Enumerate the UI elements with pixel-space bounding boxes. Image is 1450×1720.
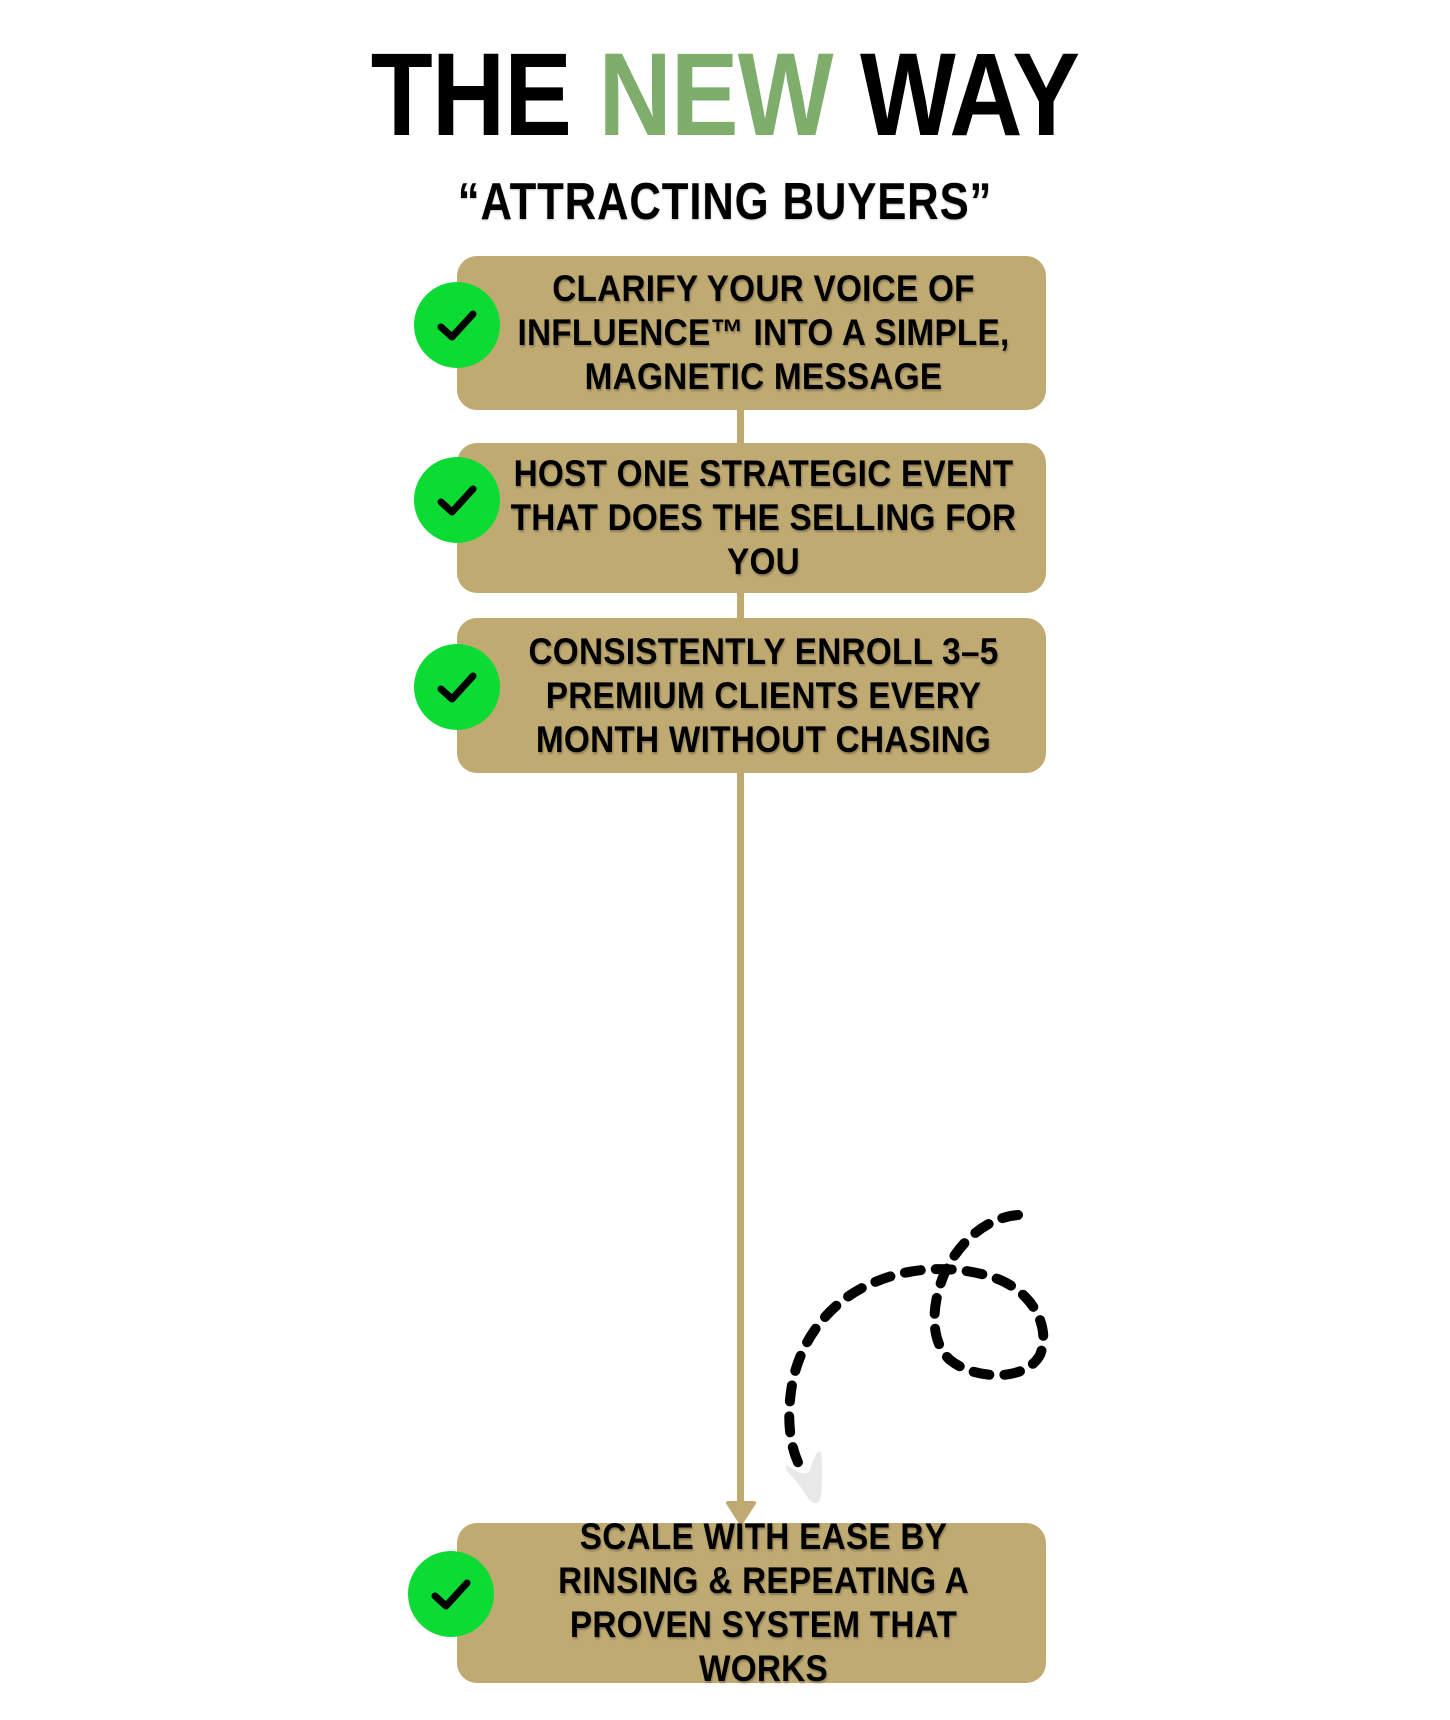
step-box-2: HOST ONE STRATEGIC EVENT THAT DOES THE S… xyxy=(457,443,1046,593)
check-badge-4 xyxy=(408,1551,494,1637)
page-title: THE NEW WAY xyxy=(102,36,1349,154)
step-text: CONSISTENTLY ENROLL 3–5 PREMIUM CLIENTS … xyxy=(528,630,999,760)
connector-line-1-2 xyxy=(737,405,744,445)
swirl-path xyxy=(784,1210,1049,1475)
page-subtitle: “ATTRACTING BUYERS” xyxy=(457,173,993,231)
step-box-4: SCALE WITH EASE BY RINSING & REPEATING A… xyxy=(457,1516,1046,1689)
title-part-1: THE xyxy=(370,29,599,161)
check-icon xyxy=(437,485,477,516)
check-badge-2 xyxy=(414,457,500,543)
step-box-3: CONSISTENTLY ENROLL 3–5 PREMIUM CLIENTS … xyxy=(457,618,1046,773)
step-text: HOST ONE STRATEGIC EVENT THAT DOES THE S… xyxy=(510,453,1017,582)
step-box-1: CLARIFY YOUR VOICE OF INFLUENCE™ INTO A … xyxy=(457,256,1046,410)
check-icon xyxy=(437,672,477,703)
check-icon xyxy=(431,1579,471,1610)
check-icon xyxy=(437,310,477,341)
step-text: SCALE WITH EASE BY RINSING & REPEATING A… xyxy=(558,1516,969,1689)
title-accent-word: NEW xyxy=(598,29,833,161)
arrow-down-icon xyxy=(726,1501,756,1525)
check-badge-3 xyxy=(414,644,500,730)
connector-line-2-3 xyxy=(737,588,744,622)
title-part-2: WAY xyxy=(832,29,1080,161)
connector-line-3-4 xyxy=(737,770,744,1508)
swirl-arrowhead xyxy=(786,1451,823,1504)
step-text: CLARIFY YOUR VOICE OF INFLUENCE™ INTO A … xyxy=(517,268,1010,397)
check-badge-1 xyxy=(414,282,500,368)
